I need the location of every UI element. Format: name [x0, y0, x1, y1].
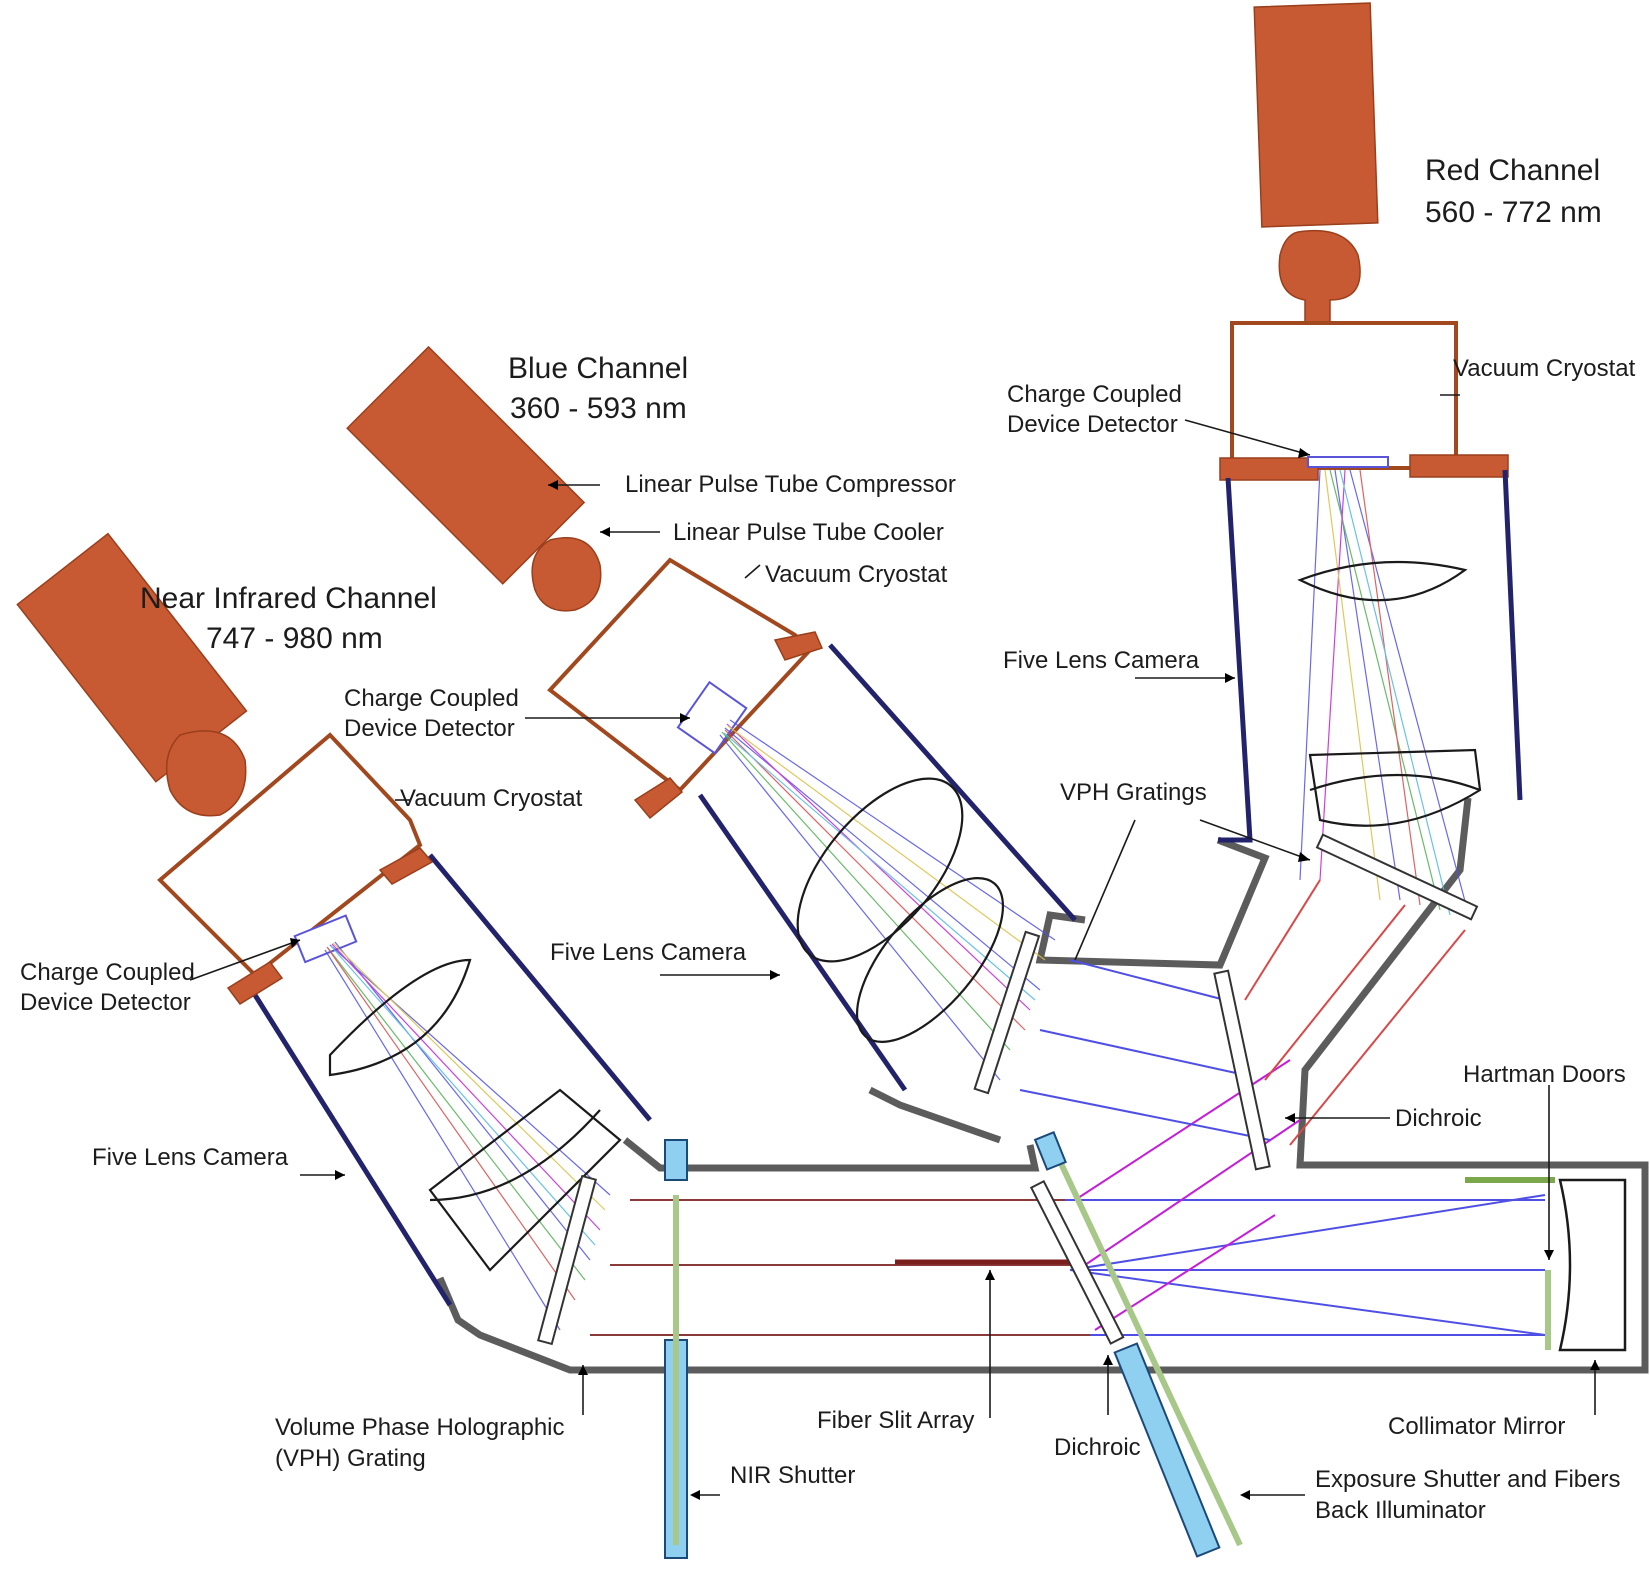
label-nir-cryostat: Vacuum Cryostat — [400, 785, 583, 812]
label-compressor: Linear Pulse Tube Compressor — [625, 471, 956, 498]
label-blue-camera: Five Lens Camera — [550, 939, 747, 966]
blue-compressor — [346, 345, 586, 585]
label-red-cryostat: Vacuum Cryostat — [1453, 355, 1636, 382]
label-cooler: Linear Pulse Tube Cooler — [673, 519, 944, 546]
blue-vph-grating — [973, 930, 1041, 1095]
label-vph-grating-2: (VPH) Grating — [275, 1445, 426, 1472]
label-blue-ccd-1: Charge Coupled — [344, 685, 519, 712]
label-exposure-shutter-1: Exposure Shutter and Fibers — [1315, 1466, 1621, 1493]
label-exposure-shutter-2: Back Illuminator — [1315, 1497, 1486, 1524]
optical-bench — [436, 797, 1649, 1374]
nir-cryostat — [157, 732, 423, 978]
blue-dichroic — [1213, 969, 1271, 1171]
main-optics — [664, 1131, 1627, 1559]
red-compressor — [1253, 2, 1379, 228]
label-upper-dichroic: Dichroic — [1395, 1105, 1482, 1132]
red-channel — [1218, 2, 1523, 921]
red-channel-range: 560 - 772 nm — [1425, 196, 1602, 229]
label-fiber-slit: Fiber Slit Array — [817, 1407, 974, 1434]
blue-channel-name: Blue Channel — [508, 352, 688, 385]
nir-cooler — [165, 730, 247, 817]
exposure-shutter — [1113, 1342, 1221, 1558]
label-red-camera: Five Lens Camera — [1003, 647, 1200, 674]
label-nir-shutter: NIR Shutter — [730, 1462, 855, 1489]
nir-vph-grating — [537, 1174, 597, 1346]
label-hartman-doors: Hartman Doors — [1463, 1061, 1626, 1088]
label-collimator: Collimator Mirror — [1388, 1413, 1565, 1440]
nir-channel — [16, 532, 652, 1346]
blue-channel-range: 360 - 593 nm — [510, 392, 687, 425]
label-vph-gratings: VPH Gratings — [1060, 779, 1207, 806]
nir-channel-range: 747 - 980 nm — [206, 622, 383, 655]
label-nir-ccd-2: Device Detector — [20, 989, 191, 1016]
red-vph-grating — [1315, 833, 1479, 921]
labels: Near Infrared Channel 747 - 980 nm Blue … — [20, 154, 1636, 1524]
annotation-arrows — [189, 394, 1600, 1500]
red-cryostat — [1230, 321, 1458, 470]
label-vph-grating-1: Volume Phase Holographic — [275, 1414, 565, 1441]
label-nir-ccd-1: Charge Coupled — [20, 959, 195, 986]
red-cooler — [1278, 229, 1361, 331]
main-dichroic — [1029, 1179, 1125, 1345]
blue-cooler — [531, 537, 602, 612]
label-blue-ccd-2: Device Detector — [344, 715, 515, 742]
red-channel-name: Red Channel — [1425, 154, 1600, 187]
blue-channel — [346, 345, 1271, 1171]
label-blue-cryostat: Vacuum Cryostat — [765, 561, 948, 588]
label-red-ccd-2: Device Detector — [1007, 411, 1178, 438]
label-lower-dichroic: Dichroic — [1054, 1434, 1141, 1461]
collimator-mirror — [1558, 1178, 1627, 1352]
nir-channel-name: Near Infrared Channel — [140, 582, 437, 615]
label-nir-camera: Five Lens Camera — [92, 1144, 289, 1171]
label-red-ccd-1: Charge Coupled — [1007, 381, 1182, 408]
